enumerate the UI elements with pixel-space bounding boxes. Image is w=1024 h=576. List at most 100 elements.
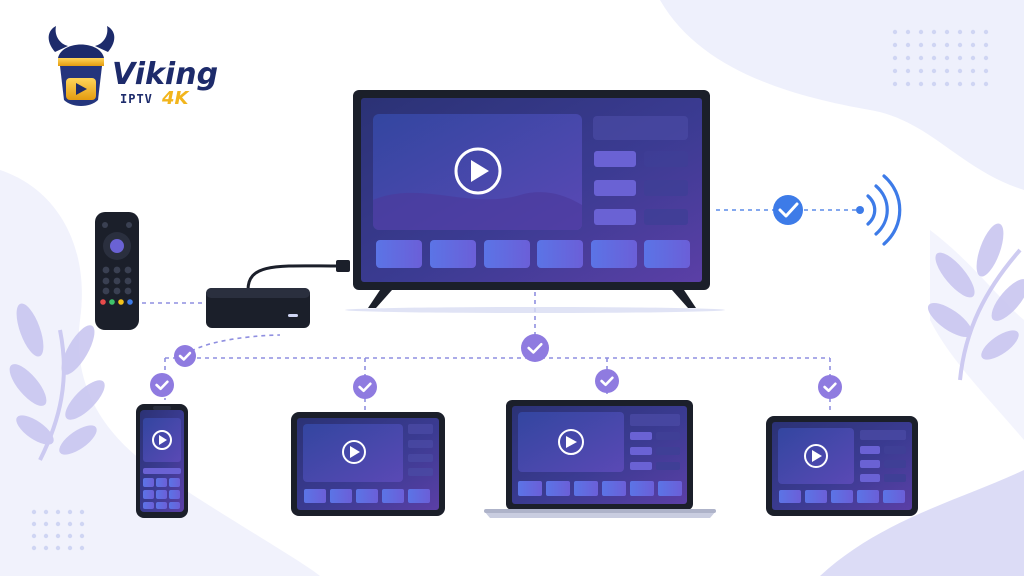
decor-dot xyxy=(31,521,37,527)
check-icon xyxy=(174,345,196,367)
set-top-box xyxy=(206,288,310,328)
check-icon xyxy=(595,369,619,393)
check-icon xyxy=(150,373,174,397)
decor-dot xyxy=(905,55,911,61)
decor-dot xyxy=(905,42,911,48)
brand-sub: IPTV xyxy=(120,92,153,106)
remote-key xyxy=(113,287,121,295)
decor-dot xyxy=(918,68,924,74)
check-icon xyxy=(521,334,549,362)
tablet-left xyxy=(291,412,445,516)
tv-tile-row xyxy=(376,240,690,268)
decor-dot xyxy=(79,533,85,539)
decor-dot xyxy=(944,81,950,87)
wifi-signal-icon xyxy=(856,174,902,246)
dot-grid-bottom-left xyxy=(31,509,85,551)
decor-dot xyxy=(892,55,898,61)
remote-key xyxy=(102,277,110,285)
dot-grid-top-right xyxy=(892,29,989,87)
decor-dot xyxy=(931,29,937,35)
decor-dot xyxy=(918,81,924,87)
leaf-icon xyxy=(9,303,105,461)
decor-dot xyxy=(944,68,950,74)
decor-dot xyxy=(43,545,49,551)
decor-dot xyxy=(970,81,976,87)
hdmi-cable xyxy=(246,264,341,291)
decor-dot xyxy=(970,68,976,74)
smart-tv xyxy=(345,90,725,313)
decor-dot xyxy=(892,29,898,35)
viking-helmet-icon xyxy=(40,26,115,106)
decor-dot xyxy=(79,521,85,527)
decor-dot xyxy=(918,55,924,61)
decor-dot xyxy=(944,29,950,35)
check-badges xyxy=(150,334,842,399)
decor-dot xyxy=(31,509,37,515)
tablet-right xyxy=(766,416,918,516)
decor-dot xyxy=(55,533,61,539)
decor-dot xyxy=(931,81,937,87)
decor-dot xyxy=(918,42,924,48)
decor-dot xyxy=(43,521,49,527)
check-icon xyxy=(353,375,377,399)
decor-dot xyxy=(67,521,73,527)
decor-dot xyxy=(67,545,73,551)
decor-dot xyxy=(43,533,49,539)
play-icon xyxy=(342,440,366,464)
remote-control xyxy=(95,212,139,330)
decor-dot xyxy=(957,29,963,35)
decor-dot xyxy=(944,42,950,48)
laptop xyxy=(484,400,716,518)
decor-dot xyxy=(957,42,963,48)
decor-dot xyxy=(892,42,898,48)
decor-dot xyxy=(957,81,963,87)
decor-dot xyxy=(970,29,976,35)
decor-dot xyxy=(983,81,989,87)
remote-key xyxy=(102,266,110,274)
check-icon xyxy=(773,195,803,225)
decor-dot xyxy=(970,42,976,48)
remote-key xyxy=(124,287,132,295)
play-icon xyxy=(804,444,828,468)
decor-dot xyxy=(892,81,898,87)
decor-dot xyxy=(931,42,937,48)
hdmi-plug xyxy=(336,260,350,272)
decor-dot xyxy=(31,533,37,539)
remote-key xyxy=(124,277,132,285)
decor-dot xyxy=(905,68,911,74)
decor-dot xyxy=(918,29,924,35)
brand-name: Viking xyxy=(112,57,218,92)
decor-dot xyxy=(79,509,85,515)
brand-logo: Viking IPTV 4K xyxy=(40,26,218,109)
decor-dot xyxy=(931,55,937,61)
brand-badge: 4K xyxy=(161,88,191,109)
decor-dot xyxy=(905,29,911,35)
decor-dot xyxy=(67,509,73,515)
remote-key xyxy=(113,277,121,285)
decor-dot xyxy=(957,68,963,74)
decor-dot xyxy=(983,29,989,35)
play-icon xyxy=(558,429,584,455)
decor-dot xyxy=(31,545,37,551)
remote-key xyxy=(102,287,110,295)
smartphone xyxy=(136,404,188,518)
decor-dot xyxy=(931,68,937,74)
remote-key xyxy=(113,266,121,274)
check-icon xyxy=(818,375,842,399)
decor-dot xyxy=(79,545,85,551)
decor-dot xyxy=(43,509,49,515)
decor-dot xyxy=(983,42,989,48)
remote-key xyxy=(124,266,132,274)
play-icon xyxy=(152,430,172,450)
decor-dot xyxy=(983,68,989,74)
decor-dot xyxy=(983,55,989,61)
leaf-icon xyxy=(927,223,1024,381)
decor-dot xyxy=(67,533,73,539)
decor-dot xyxy=(55,509,61,515)
decor-dot xyxy=(905,81,911,87)
decor-dot xyxy=(970,55,976,61)
decor-dot xyxy=(892,68,898,74)
